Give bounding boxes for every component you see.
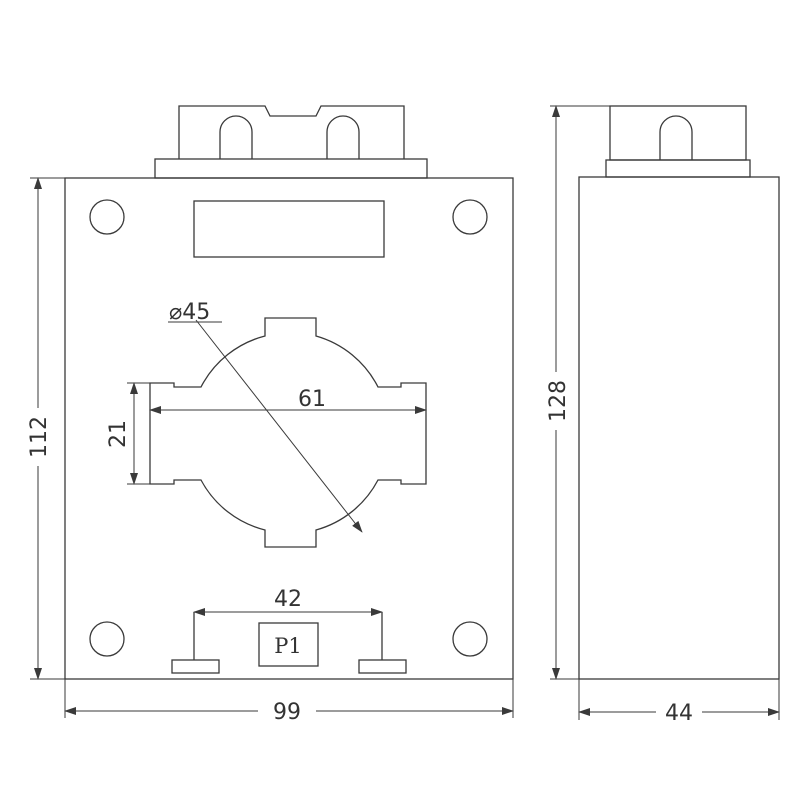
mounting-hole-top-right	[452, 199, 488, 235]
terminal-label-box	[258, 622, 319, 667]
diameter-leader	[195, 319, 363, 533]
side-view	[578, 105, 780, 680]
depth-dim: 44	[665, 701, 693, 726]
side-height-dim: 128	[546, 380, 571, 422]
terminal-stud-right	[326, 115, 360, 159]
side-terminal-stud	[659, 115, 693, 160]
height-dim: 112	[27, 416, 52, 458]
hole-diameter-dim: ⌀45	[169, 300, 210, 325]
conductor-aperture	[149, 317, 427, 548]
side-terminal-base	[605, 159, 751, 178]
width-dim: 99	[273, 700, 301, 725]
terminal-spacing-dim: 42	[274, 587, 302, 612]
secondary-terminal-left	[171, 659, 220, 674]
terminal-label: P1	[274, 634, 302, 658]
side-terminal-block	[609, 105, 747, 161]
terminal-stud-left	[219, 115, 253, 159]
mounting-hole-bottom-left	[89, 621, 125, 657]
side-dimensions: 128 44	[543, 105, 780, 726]
terminal-base-plate	[154, 158, 428, 179]
mounting-hole-bottom-right	[452, 621, 488, 657]
secondary-terminal-right	[358, 659, 407, 674]
side-body-outline	[578, 176, 780, 680]
top-terminal-block	[178, 105, 405, 159]
slot-height-dim: 21	[106, 420, 131, 448]
front-dimensions: ⌀45 61 21 42 112 99	[24, 177, 514, 725]
nameplate-window	[193, 200, 385, 258]
front-body-outline	[64, 177, 514, 680]
slot-width-dim: 61	[298, 387, 326, 412]
mounting-hole-top-left	[89, 199, 125, 235]
front-view: P1	[64, 105, 514, 680]
